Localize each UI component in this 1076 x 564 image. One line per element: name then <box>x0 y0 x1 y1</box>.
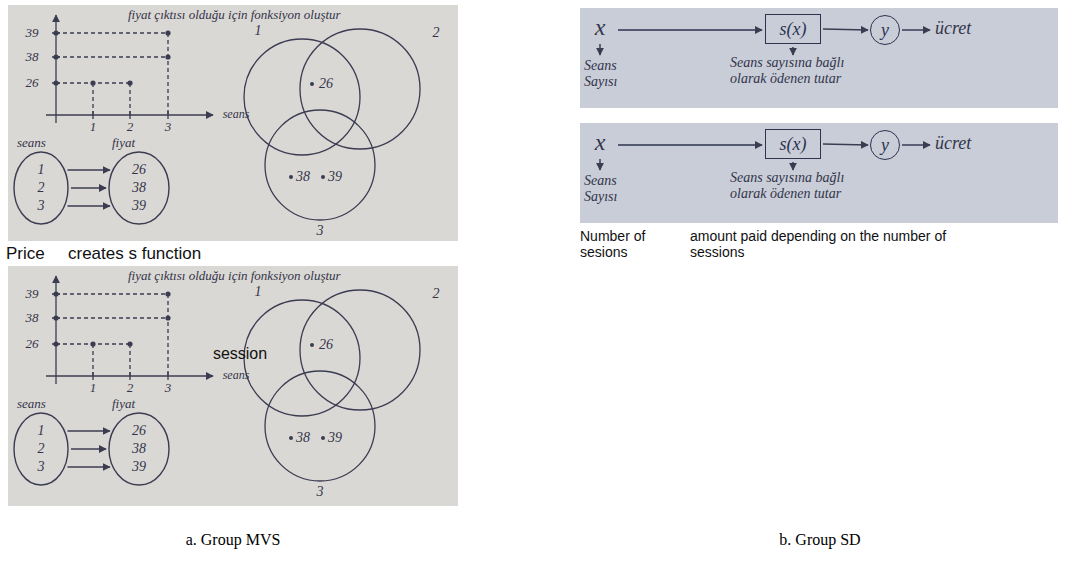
handwritten-label: 3 <box>317 223 324 239</box>
output-circle: y <box>870 130 900 160</box>
handwritten-label: 2 <box>433 25 440 41</box>
handwritten-label: 1 <box>255 284 262 300</box>
handwritten-drawing <box>46 276 420 481</box>
set-element: 38 <box>132 440 146 458</box>
handwritten-label: 2 <box>127 120 134 135</box>
oval-outline <box>14 152 68 224</box>
photo-panel <box>580 123 1058 223</box>
oval-outline <box>109 152 169 224</box>
photo-panel <box>8 266 458 506</box>
handwritten-label: 39 <box>26 287 39 302</box>
mapping-arrow <box>71 448 106 449</box>
mapping-arrow <box>67 430 109 431</box>
handwritten-label: 38 <box>296 430 310 446</box>
output-circle: y <box>870 15 900 45</box>
photo-panel <box>8 5 458 241</box>
set-element: 38 <box>132 179 146 197</box>
handwritten-label: 38 <box>296 169 310 185</box>
set-element: 2 <box>38 440 45 458</box>
output-name: y <box>881 135 889 155</box>
translation-label: amount paid depending on the number of s… <box>690 228 950 260</box>
set-element: 39 <box>132 197 146 215</box>
handwritten-label: x <box>595 14 606 42</box>
function-box: s(x) <box>765 14 821 44</box>
set-oval: fiyat263839 <box>108 396 170 486</box>
mapping-arrow <box>67 466 109 467</box>
set-element: 2 <box>38 179 45 197</box>
set-element: 26 <box>132 422 146 440</box>
function-name: s(x) <box>774 18 812 40</box>
set-oval: seans123 <box>13 396 69 486</box>
translation-label: creates s function <box>68 244 201 264</box>
figure-caption: a. Group MVS <box>186 531 281 549</box>
handwritten-label: Seans Sayısı <box>584 173 646 205</box>
handwritten-label: Seans Sayısı <box>584 58 646 90</box>
mapping-arrow <box>67 169 109 170</box>
handwritten-label: ücret <box>935 133 971 154</box>
output-name: y <box>881 20 889 40</box>
figure-caption: b. Group SD <box>779 531 860 549</box>
handwritten-drawing <box>46 15 420 220</box>
set-heading: seans <box>13 135 69 151</box>
set-element: 1 <box>38 161 45 179</box>
handwritten-label: 39 <box>328 430 342 446</box>
handwritten-label: 26 <box>26 337 39 352</box>
set-element: 39 <box>132 458 146 476</box>
mapping-arrow <box>823 29 868 30</box>
handwritten-label: fiyat çıktısı olduğu için fonksiyon oluş… <box>128 269 341 284</box>
handwritten-label: 2 <box>127 381 134 396</box>
handwritten-label: 26 <box>319 76 333 92</box>
handwritten-label: seans <box>223 108 250 122</box>
set-body: 263839 <box>108 412 170 486</box>
photo-panel <box>580 8 1058 108</box>
handwritten-label: x <box>595 129 606 157</box>
handwritten-label: seans <box>223 369 250 383</box>
set-heading: fiyat <box>108 396 170 412</box>
handwritten-label: 3 <box>165 381 172 396</box>
set-body: 123 <box>13 412 69 486</box>
handwritten-label: 3 <box>165 120 172 135</box>
set-heading: seans <box>13 396 69 412</box>
handwritten-label: 26 <box>319 337 333 353</box>
set-oval: seans123 <box>13 135 69 225</box>
set-element: 26 <box>132 161 146 179</box>
set-element: 3 <box>38 458 45 476</box>
translation-label: Price <box>6 244 45 264</box>
function-name: s(x) <box>774 133 812 155</box>
mapping-arrow <box>823 144 868 145</box>
handwritten-label: 1 <box>90 120 97 135</box>
handwritten-label: fiyat çıktısı olduğu için fonksiyon oluş… <box>128 8 341 23</box>
translation-label: Number of sesions <box>580 228 672 260</box>
handwritten-label: 39 <box>26 26 39 41</box>
oval-outline <box>109 413 169 485</box>
handwritten-label: 2 <box>433 286 440 302</box>
handwritten-label: Seans sayısına bağlı olarak ödenen tutar <box>730 55 880 87</box>
mapping-arrow <box>67 205 109 206</box>
set-element: 3 <box>38 197 45 215</box>
handwritten-label: 1 <box>90 381 97 396</box>
mapping-arrow <box>71 187 106 188</box>
handwritten-label: 1 <box>255 23 262 39</box>
handwritten-label: 38 <box>26 50 39 65</box>
handwritten-label: 3 <box>317 484 324 500</box>
set-oval: fiyat263839 <box>108 135 170 225</box>
handwritten-label: 39 <box>328 169 342 185</box>
function-box: s(x) <box>765 129 821 159</box>
set-body: 123 <box>13 151 69 225</box>
handwritten-label: Seans sayısına bağlı olarak ödenen tutar <box>730 170 880 202</box>
handwritten-label: ücret <box>935 18 971 39</box>
handwritten-label: 26 <box>26 76 39 91</box>
set-body: 263839 <box>108 151 170 225</box>
set-element: 1 <box>38 422 45 440</box>
set-heading: fiyat <box>108 135 170 151</box>
translation-label: session <box>213 345 267 363</box>
handwritten-label: 38 <box>26 311 39 326</box>
oval-outline <box>14 413 68 485</box>
